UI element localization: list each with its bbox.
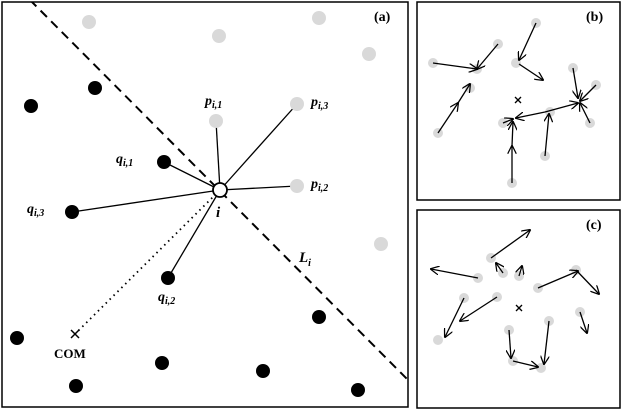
panel-b-arrows	[432, 22, 597, 183]
label-q-i3: qi,3	[27, 202, 44, 219]
particle-q-i1	[157, 155, 171, 169]
label-p-i1: pi,1	[204, 94, 222, 111]
particle-p-i2	[290, 179, 304, 193]
label-q-i2: qi,2	[158, 290, 175, 307]
panel-b-label: (b)	[586, 10, 603, 25]
particle-q-i2	[161, 271, 175, 285]
particle-i	[212, 182, 228, 198]
particle-p-i1	[209, 114, 223, 128]
panel-b: (b)	[416, 1, 621, 201]
panel-c-label: (c)	[586, 218, 602, 233]
connection-lines	[71, 103, 298, 279]
label-q-i1: qi,1	[116, 152, 133, 169]
panel-c: (c)	[416, 209, 621, 409]
label-i: i	[216, 205, 221, 221]
label-p-i2: pi,2	[310, 177, 328, 194]
particle-q-i3	[65, 205, 79, 219]
panel-c-com-cross-icon	[515, 304, 523, 312]
com-dotted-line	[74, 189, 221, 335]
label-com: COM	[54, 346, 86, 361]
label-p-i3: pi,3	[310, 95, 328, 112]
panel-b-com-cross-icon	[514, 96, 522, 104]
label-line-L: Li	[298, 250, 311, 269]
particle-p-i3	[290, 97, 304, 111]
panel-a-frame	[1, 1, 409, 408]
gray-particles	[82, 11, 388, 251]
black-particles	[10, 81, 365, 397]
panel-a-label: (a)	[374, 10, 391, 25]
panel-a: (a) pi,1 pi,3 pi,2 qi,1 qi,3 qi,2 i Li C…	[1, 1, 409, 408]
com-cross-icon	[70, 329, 80, 339]
panel-c-arrows	[431, 230, 599, 367]
